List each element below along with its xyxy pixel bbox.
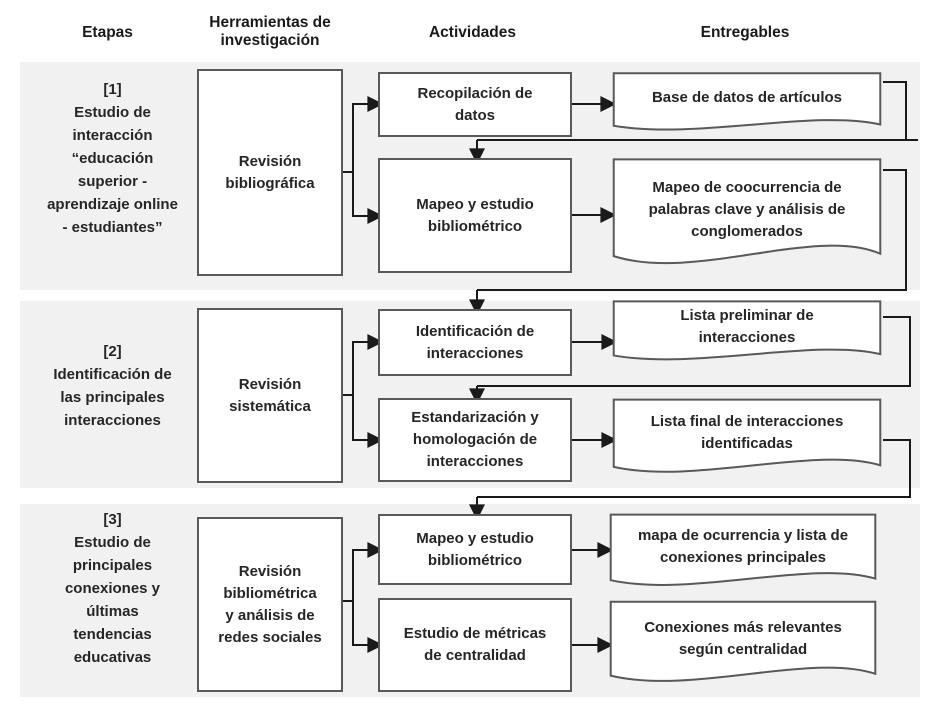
stage-1-activity-2-box: Mapeo y estudio bibliométrico [378, 158, 572, 273]
document-shape [608, 600, 878, 690]
document-shape [611, 398, 883, 480]
column-header-entregables: Entregables [700, 24, 790, 41]
stage-1-label: [1] Estudio de interacción “educación su… [47, 81, 178, 236]
stage-1-tool-box: Revisión bibliográfica [197, 69, 343, 276]
column-header-etapas: Etapas [82, 24, 133, 41]
stage-2-activity-2-box: Estandarización y homologación de intera… [378, 398, 572, 482]
column-header-herramientas: Herramientas de investigación [209, 14, 331, 49]
stage-3-activity-1-box: Mapeo y estudio bibliométrico [378, 514, 572, 585]
stage-3-activity-2-box: Estudio de métricas de centralidad [378, 598, 572, 692]
stage-2-label: [2] Identificación de las principales in… [53, 343, 172, 429]
column-header-actividades: Actividades [428, 24, 516, 41]
stage-3-deliverable-1-doc: mapa de ocurrencia y lista de conexiones… [608, 513, 878, 593]
stage-3-label: [3] Estudio de principales conexiones y … [64, 511, 161, 666]
document-shape [611, 300, 883, 366]
document-shape [608, 513, 878, 593]
stage-3-tool-box: Revisión bibliométrica y análisis de red… [197, 517, 343, 692]
stage-1-deliverable-1-doc: Base de datos de artículos [611, 72, 883, 136]
stage-1-deliverable-2-doc: Mapeo de coocurrencia de palabras clave … [611, 157, 883, 275]
stage-1-activity-1-box: Recopilación de datos [378, 72, 572, 137]
document-shape [611, 157, 883, 275]
stage-2-activity-1-box: Identificación de interacciones [378, 309, 572, 376]
stage-2-tool-box: Revisión sistemática [197, 308, 343, 483]
stage-2-deliverable-1-doc: Lista preliminar de interacciones [611, 300, 883, 366]
stage-2-deliverable-2-doc: Lista final de interacciones identificad… [611, 398, 883, 480]
stage-3-deliverable-2-doc: Conexiones más relevantes según centrali… [608, 600, 878, 690]
document-shape [611, 72, 883, 136]
